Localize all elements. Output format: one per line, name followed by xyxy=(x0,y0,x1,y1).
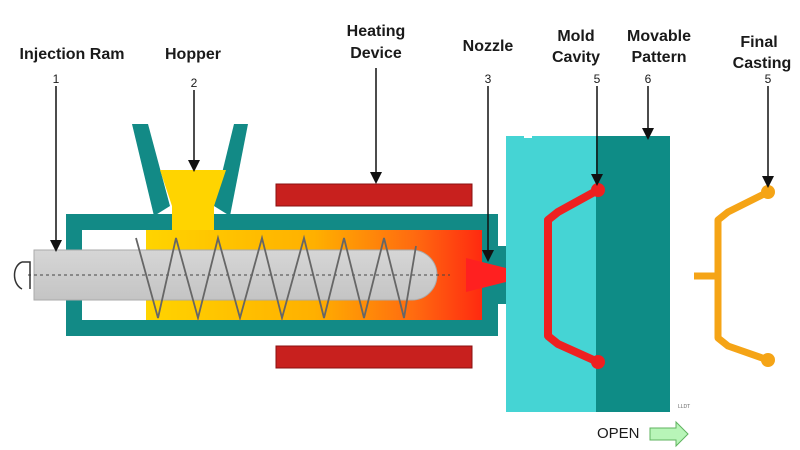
label-hopper: Hopper xyxy=(165,46,221,63)
label-injection-ram: Injection Ram xyxy=(19,46,125,63)
screw-flights xyxy=(135,234,417,322)
ram-shaft xyxy=(33,249,438,301)
label-heating-device-line1: Heating xyxy=(346,23,406,40)
hopper-wall-left xyxy=(132,124,170,216)
label-final-casting-line2: Casting xyxy=(732,55,792,72)
label-nozzle: Nozzle xyxy=(462,38,514,55)
mold-cavity xyxy=(544,186,600,366)
label-heating-device-line2: Device xyxy=(350,45,402,62)
hopper-opening xyxy=(172,206,214,232)
mold-movable-pattern xyxy=(596,136,670,412)
cavity-dot-top xyxy=(591,183,605,197)
label-final-casting-line1: Final xyxy=(740,34,778,51)
cavity-dot-bottom xyxy=(591,355,605,369)
number-injection-ram: 1 xyxy=(52,72,60,86)
rotation-arrow-icon xyxy=(13,261,31,290)
leader-arrows xyxy=(50,68,774,262)
label-movable-pattern-line1: Movable xyxy=(626,28,691,45)
number-mold-cavity: 5 xyxy=(593,72,601,86)
label-mold-cavity-line2: Cavity xyxy=(551,49,601,66)
casting-dot-top xyxy=(761,185,775,199)
heating-band-top xyxy=(275,183,473,207)
mold-fixed-half xyxy=(506,136,602,412)
hopper-wall-right xyxy=(214,124,248,216)
number-movable-pattern: 6 xyxy=(644,72,652,86)
injection-ram xyxy=(13,234,450,322)
label-mold-cavity-line1: Mold xyxy=(557,28,595,45)
label-movable-pattern-line2: Pattern xyxy=(631,49,687,66)
number-final-casting: 5 xyxy=(764,72,772,86)
mold xyxy=(506,130,670,412)
casting-dot-bottom xyxy=(761,353,775,367)
mold-notch xyxy=(524,130,532,138)
final-casting xyxy=(694,185,775,367)
open-label: OPEN xyxy=(597,425,640,442)
casting-shape xyxy=(714,188,770,364)
heating-band-bottom xyxy=(275,345,473,369)
open-arrow-icon xyxy=(649,420,689,448)
hopper xyxy=(132,124,248,218)
corner-mark: LLDT xyxy=(678,404,691,410)
number-hopper: 2 xyxy=(190,76,198,90)
number-nozzle: 3 xyxy=(484,72,492,86)
